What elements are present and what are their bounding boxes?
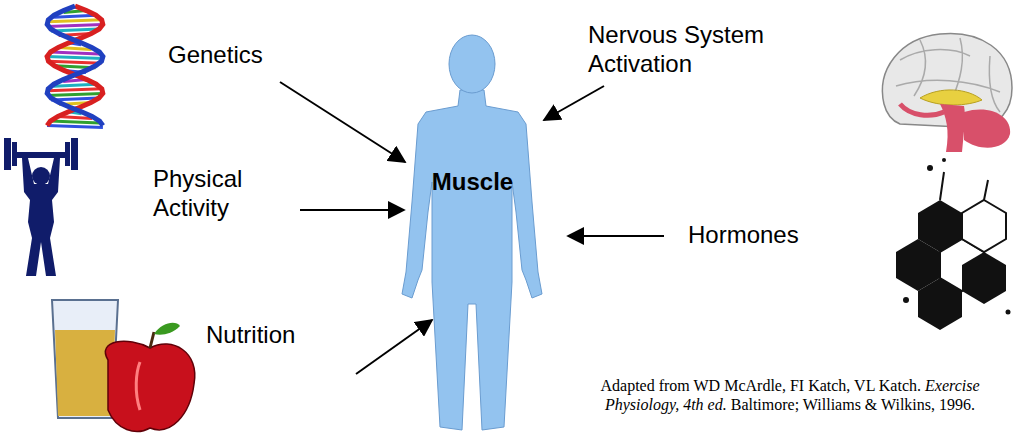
weightlifter-icon: [4, 138, 78, 276]
factor-label: Nutrition: [206, 320, 346, 349]
factor-label: Hormones: [688, 220, 828, 249]
factor-label: Physical Activity: [153, 164, 278, 222]
nutrition-icon: [52, 300, 195, 431]
brain-icon: [882, 33, 1012, 152]
factor-label: Nervous System Activation: [588, 20, 788, 78]
dna-icon: [47, 6, 103, 128]
citation-text: Adapted from WD McArdle, FI Katch, VL Ka…: [601, 377, 922, 394]
citation: Adapted from WD McArdle, FI Katch, VL Ka…: [565, 376, 1015, 414]
body-silhouette: Muscle: [400, 32, 545, 434]
steroid-molecule-icon: [896, 158, 1011, 330]
body-outline: [400, 32, 545, 434]
citation-text: Baltimore; Williams & Wilkins, 1996.: [731, 396, 975, 413]
node-label: Muscle: [380, 168, 565, 196]
factor-label: Genetics: [168, 40, 308, 69]
